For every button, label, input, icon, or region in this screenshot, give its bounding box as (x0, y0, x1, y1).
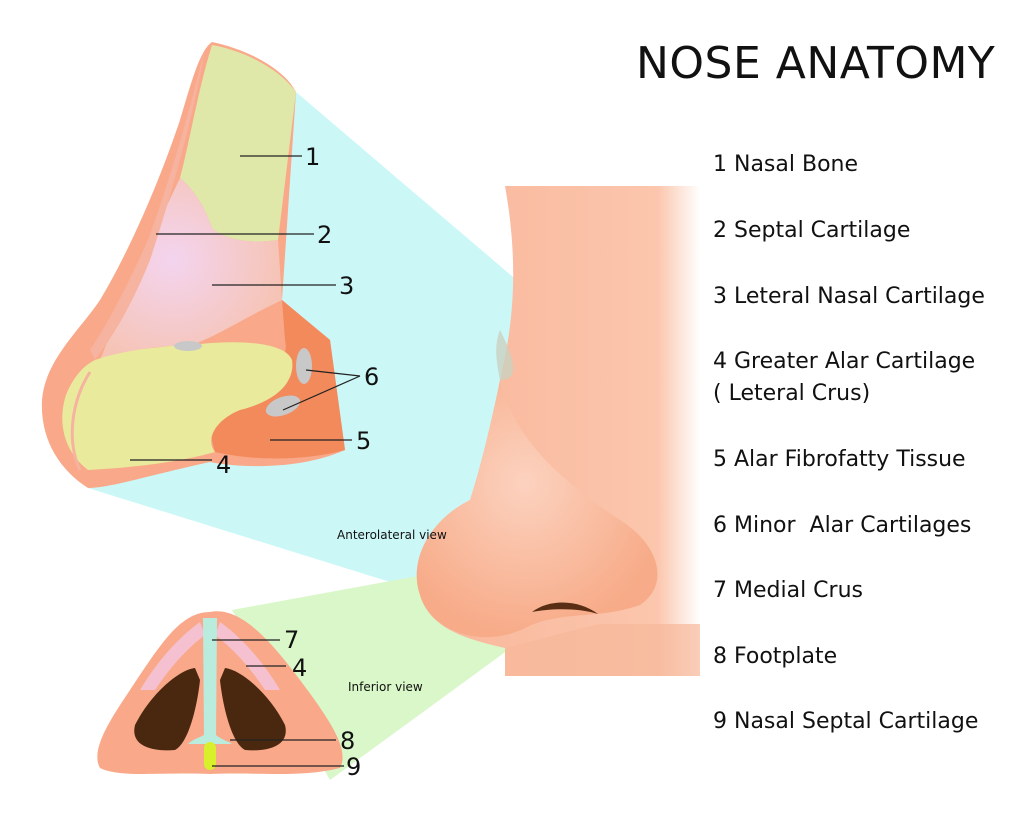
legend-text: 5 Alar Fibrofatty Tissue (713, 447, 966, 472)
legend-item-nasal-septal-cartilage: 9 Nasal Septal Cartilage (713, 706, 978, 738)
inferior-view-nose (97, 611, 343, 774)
legend-item-greater-alar-cartilage: 4 Greater Alar Cartilage ( Leteral Crus) (713, 346, 975, 410)
septal-cartilage-region (100, 178, 282, 360)
legend-subtext: ( Leteral Crus) (713, 381, 871, 406)
legend-item-medial-crus: 7 Medial Crus (713, 575, 863, 607)
legend-text: 1 Nasal Bone (713, 152, 859, 177)
legend-text: 6 Minor Alar Cartilages (713, 513, 972, 538)
legend-item-footplate: 8 Footplate (713, 641, 837, 673)
callout-numbers: 1 2 3 6 5 4 7 4 8 9 (216, 143, 379, 781)
nose-tip (416, 380, 658, 638)
legend-item-septal-cartilage: 2 Septal Cartilage (713, 215, 910, 247)
legend-text: 4 Greater Alar Cartilage (713, 349, 976, 374)
leader-6b (282, 375, 361, 411)
nostril-shadow (532, 602, 598, 614)
medial-crus (188, 618, 232, 744)
nostril-right (220, 668, 286, 751)
callout-6: 6 (364, 363, 379, 391)
nostril-left (134, 668, 200, 751)
callout-1: 1 (305, 143, 320, 171)
legend-text: 3 Leteral Nasal Cartilage (713, 284, 985, 309)
page-title: NOSE ANATOMY (636, 38, 996, 89)
legend-text: 2 Septal Cartilage (713, 218, 911, 243)
leader-6a (305, 369, 361, 377)
legend-text: 8 Footplate (713, 644, 838, 669)
callout-4-anterolateral: 4 (216, 451, 231, 479)
legend-text: 9 Nasal Septal Cartilage (713, 709, 979, 734)
alar-inner-line (70, 371, 92, 471)
lateral-crus-left (140, 622, 205, 690)
septal-cartilage-tip (204, 742, 216, 770)
greater-alar-cartilage (62, 342, 293, 470)
leader-lines (130, 155, 361, 767)
upper-lip-shadow (505, 624, 700, 676)
legend-item-nasal-bone: 1 Nasal Bone (713, 149, 858, 181)
callout-3: 3 (339, 272, 354, 300)
callout-9: 9 (346, 753, 361, 781)
cheek-shadow (496, 330, 514, 380)
legend-text: 7 Medial Crus (713, 578, 863, 603)
lateral-crus-right (215, 622, 280, 690)
side-view-nose (416, 186, 700, 676)
nasal-bone (180, 45, 296, 242)
anterolateral-cartilage-view (41, 42, 345, 488)
callout-4-inferior: 4 (292, 654, 307, 682)
minor-alar-cartilage-3 (174, 341, 202, 351)
callout-7: 7 (284, 626, 299, 654)
inferior-view-label: Inferior view (348, 680, 423, 694)
legend-item-alar-fibrofatty-tissue: 5 Alar Fibrofatty Tissue (713, 444, 966, 476)
callout-2: 2 (317, 221, 332, 249)
minor-alar-cartilage-2 (265, 395, 301, 417)
callout-5: 5 (356, 427, 371, 455)
anterolateral-view-label: Anterolateral view (337, 528, 447, 542)
callout-8: 8 (340, 727, 355, 755)
legend-item-minor-alar-cartilages: 6 Minor Alar Cartilages (713, 510, 971, 542)
minor-alar-cartilage-1 (296, 348, 312, 384)
legend-item-lateral-nasal-cartilage: 3 Leteral Nasal Cartilage (713, 281, 985, 313)
